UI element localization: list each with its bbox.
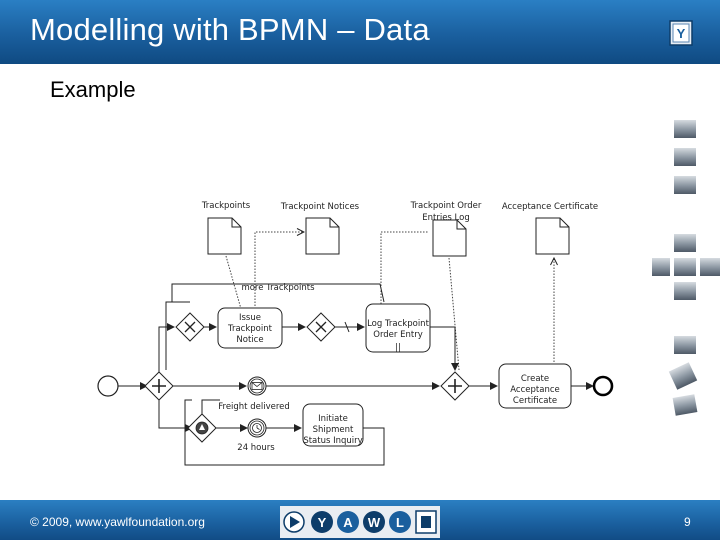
start-event	[97, 375, 119, 397]
side-decoration	[652, 120, 720, 416]
default-flow-marker	[344, 321, 350, 333]
task-inquiry-line1: Initiate	[318, 414, 348, 424]
task-create-line3: Certificate	[513, 396, 557, 406]
data-object-trackpoint-order-entries-log	[432, 219, 467, 257]
flow-event-gateway-up	[201, 399, 220, 414]
event-based-gateway	[187, 413, 217, 443]
task-create-line1: Create	[521, 374, 549, 384]
label-more-trackpoints: more Trackpoints	[241, 283, 315, 293]
data-associations	[225, 232, 554, 371]
svg-text:L: L	[396, 515, 404, 530]
data-object-trackpoint-notices	[305, 217, 340, 255]
flow-split-to-event-gateway	[158, 400, 193, 432]
envelope-icon	[251, 382, 263, 390]
flow-more-trackpoints	[171, 283, 385, 303]
task-issue-line2: Trackpoint	[227, 324, 273, 334]
label-timer: 24 hours	[237, 443, 275, 453]
footer-copyright: © 2009, www.yawlfoundation.org	[30, 515, 205, 529]
task-issue-trackpoint-notice	[217, 307, 283, 349]
task-log-line2: Order Entry	[373, 330, 422, 340]
svg-text:Y: Y	[318, 515, 327, 530]
svg-text:A: A	[343, 515, 353, 530]
svg-text:W: W	[368, 515, 381, 530]
page-number: 9	[684, 515, 691, 529]
end-event	[592, 375, 614, 397]
task-inquiry-line3: Status Inquiry	[303, 436, 362, 446]
label-acceptance-certificate: Acceptance Certificate	[502, 202, 598, 212]
task-log-line1: Log Trackpoint	[367, 319, 429, 329]
parallel-join-gateway	[440, 371, 470, 401]
task-log-marker: ||	[395, 343, 401, 353]
exclusive-decision-gateway	[306, 312, 336, 342]
slide-subtitle: Example	[50, 77, 136, 102]
label-freight-delivered: Freight delivered	[218, 402, 290, 412]
exclusive-merge-gateway	[175, 312, 205, 342]
task-log-trackpoint-order-entry	[365, 303, 431, 353]
yawl-logo-icon: Y	[669, 20, 693, 46]
task-initiate-shipment-status-inquiry	[302, 403, 364, 447]
parallel-split-gateway	[144, 371, 174, 401]
data-object-acceptance-certificate	[535, 217, 570, 255]
task-issue-line3: Notice	[236, 335, 263, 345]
flow-split-to-merge	[158, 323, 175, 372]
label-order-entries-log-line2: Entries Log	[422, 213, 470, 223]
task-create-line2: Acceptance	[510, 385, 559, 395]
task-inquiry-line2: Shipment	[313, 425, 354, 435]
clock-icon	[252, 423, 262, 433]
flow-split-to-loop	[165, 301, 190, 370]
flow-log-to-join	[430, 326, 459, 371]
data-object-trackpoints	[207, 217, 242, 255]
label-trackpoints: Trackpoints	[201, 201, 251, 211]
flow-inquiry-loop-back	[184, 399, 385, 466]
slide-title: Modelling with BPMN – Data	[30, 12, 430, 47]
task-issue-line1: Issue	[239, 313, 261, 323]
yawl-footer-logo-icon: Y A W L	[280, 506, 440, 538]
title-bar: Modelling with BPMN – Data Y	[0, 0, 720, 64]
label-order-entries-log-line1: Trackpoint Order	[410, 201, 482, 211]
svg-text:Y: Y	[677, 26, 686, 41]
label-trackpoint-notices: Trackpoint Notices	[280, 202, 360, 212]
